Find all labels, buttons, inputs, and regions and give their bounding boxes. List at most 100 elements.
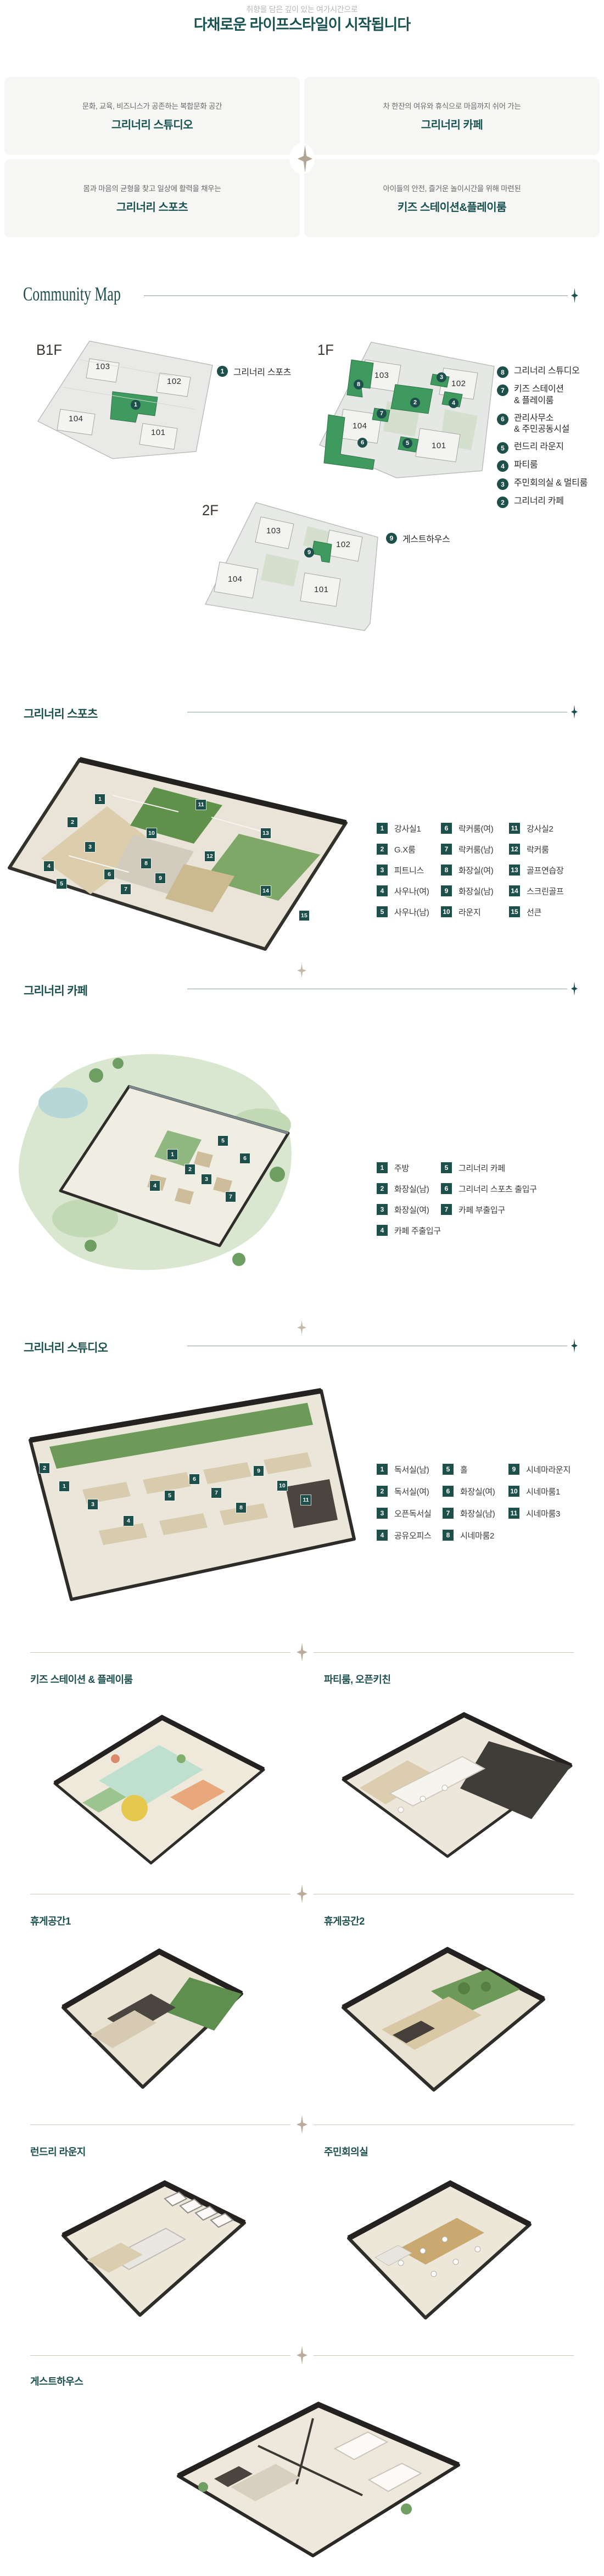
legend-marker: 8 (497, 366, 508, 378)
legend-marker: 4 (377, 1225, 388, 1236)
section-heading-cafe: 그리너리 카페 (24, 985, 88, 997)
cafe-floorplan: 1 2 3 4 5 6 7 (3, 1010, 343, 1320)
legend-marker: 10 (508, 1486, 519, 1497)
plan-marker: 9 (254, 1466, 264, 1476)
legend-item: 2 그리너리 카페 (497, 496, 588, 509)
heading-rule (144, 295, 568, 296)
feature-card-sports: 몸과 마음의 균형을 찾고 일상에 활력을 채우는 그리너리 스포츠 (4, 159, 300, 237)
legend-label: 락커룸 (527, 845, 549, 855)
plan-marker: 15 (299, 911, 309, 921)
legend-label: 그리너리 카페 (458, 1163, 505, 1173)
legend-item: 6 관리사무소& 주민공동시설 (497, 413, 588, 436)
legend-label: 화장실(여) (460, 1487, 495, 1497)
legend-item: 12 락커룸 (509, 844, 564, 855)
legend-marker: 5 (377, 906, 388, 917)
legend-marker: 1 (377, 1464, 388, 1475)
f1-legend: 8 그리너리 스튜디오 7 키즈 스테이션& 플레이룸 6 관리사무소& 주민공… (497, 366, 588, 509)
floor-label-2f: 2F (202, 502, 219, 518)
plan-marker: 1 (95, 794, 105, 804)
rest2-floorplan (305, 1925, 568, 2109)
map-marker: 8 (354, 380, 363, 389)
feature-title: 그리너리 카페 (421, 119, 483, 131)
rest1-floorplan-drawing (61, 1948, 243, 2089)
legend-item: 4 파티룸 (497, 460, 588, 472)
b1f-legend-item: 1 그리너리 스포츠 (217, 365, 291, 378)
legend-marker: 12 (509, 844, 520, 855)
legend-label: 게스트하우스 (402, 535, 450, 544)
legend-marker: 2 (377, 1183, 388, 1194)
legend-marker: 3 (377, 865, 388, 876)
map-marker: 9 (304, 548, 314, 557)
legend-marker: 2 (497, 497, 508, 509)
legend-marker: 2 (377, 1486, 388, 1497)
legend-item: 6 화장실(여) (443, 1486, 495, 1497)
legend-label: 그리너리 카페 (514, 497, 564, 506)
legend-item: 3 주민회의실 & 멀티룸 (497, 478, 588, 490)
legend-label: 카페 주출입구 (394, 1226, 441, 1236)
plan-marker: 5 (165, 1491, 175, 1501)
plan-marker: 13 (261, 828, 271, 838)
legend-item: 4 공유오피스 (377, 1530, 432, 1541)
meeting-floorplan-drawing (347, 2180, 532, 2319)
legend-label: 시네마룸1 (526, 1487, 561, 1497)
legend-marker: 14 (509, 885, 520, 896)
sparkle-icon (571, 705, 578, 719)
building-label: 104 (353, 421, 367, 431)
plan-marker: 12 (205, 851, 215, 861)
plan-marker: 10 (277, 1481, 287, 1491)
legend-item: 4 카페 주출입구 (377, 1225, 441, 1236)
legend-label: 독서실(남) (394, 1465, 429, 1475)
legend-label: 그리너리 스튜디오 (514, 366, 580, 376)
legend-label: 그리너리 스포츠 출입구 (458, 1184, 537, 1194)
legend-marker: 10 (441, 906, 452, 917)
feature-card-studio: 문화, 교육, 비즈니스가 공존하는 복합문화 공간 그리너리 스튜디오 (4, 77, 300, 155)
party-floorplan (307, 1692, 588, 1881)
f2-legend-item: 9 게스트하우스 (386, 532, 450, 545)
legend-marker: 9 (441, 885, 452, 896)
legend-label: 시네마라운지 (526, 1465, 571, 1475)
guesthouse-floorplan (132, 2383, 472, 2575)
plan-marker: 7 (121, 884, 131, 894)
legend-marker: 3 (377, 1508, 388, 1519)
legend-label: 사우나(여) (394, 886, 429, 896)
legend-label: 공유오피스 (394, 1531, 432, 1541)
legend-marker: 1 (377, 823, 388, 834)
plan-marker: 3 (85, 842, 95, 852)
plan-marker: 8 (236, 1503, 246, 1513)
sparkle-icon (571, 982, 578, 996)
plan-marker: 2 (185, 1164, 195, 1174)
legend-label: 강사실2 (527, 824, 553, 834)
building-label: 102 (451, 379, 466, 388)
legend-marker: 6 (443, 1486, 454, 1497)
sports-floorplan: 1 2 3 4 5 6 7 8 9 10 11 12 13 14 15 (3, 729, 349, 966)
legend-marker: 4 (377, 1530, 388, 1541)
legend-marker: 8 (441, 865, 452, 876)
site-map-1f-drawing (318, 342, 495, 478)
legend-marker: 6 (441, 823, 452, 834)
legend-marker: 4 (377, 885, 388, 896)
legend-item: 10 시네마룸1 (508, 1486, 571, 1497)
plan-marker: 5 (57, 879, 66, 889)
map-marker: 3 (437, 372, 446, 382)
legend-label: 스크린골프 (527, 886, 564, 896)
legend-label: 골프연습장 (527, 866, 564, 876)
section-heading-studio: 그리너리 스튜디오 (24, 1342, 108, 1354)
legend-label: 라운지 (458, 907, 481, 917)
legend-marker: 13 (509, 865, 520, 876)
plan-marker: 1 (59, 1481, 69, 1491)
page-title: 다채로운 라이프스타일이 시작됩니다 (193, 16, 411, 33)
room-heading-party: 파티룸, 오픈키친 (324, 1674, 391, 1685)
plan-marker: 8 (141, 858, 151, 868)
